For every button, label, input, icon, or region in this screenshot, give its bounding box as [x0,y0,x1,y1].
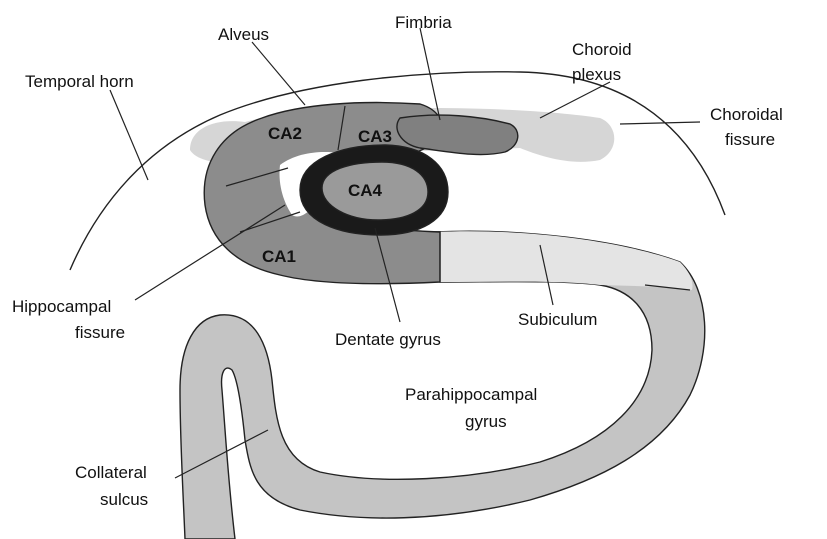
collateral-sulcus-label-line2: sulcus [100,490,148,509]
choroidal-fissure-leader [620,122,700,124]
dentate-gyrus-label: Dentate gyrus [335,330,441,349]
choroidal-fissure-label-line2: fissure [725,130,775,149]
alveus-label: Alveus [218,25,269,44]
subiculum-label: Subiculum [518,310,597,329]
fimbria-label: Fimbria [395,13,452,32]
choroid-plexus-label-line1: Choroid [572,40,632,59]
hippocampal-fissure-label-line1: Hippocampal [12,297,111,316]
ca2-label: CA2 [268,124,302,143]
choroid-plexus-label-line2: plexus [572,65,621,84]
choroidal-fissure-label-line1: Choroidal [710,105,783,124]
ca1-label: CA1 [262,247,296,266]
ca4-label: CA4 [348,181,383,200]
hippocampal-fissure-label-line2: fissure [75,323,125,342]
temporal-horn-leader [110,90,148,180]
choroid-plexus-leader [540,82,610,118]
temporal-horn-label: Temporal horn [25,72,134,91]
parahippocampal-gyrus-label-line2: gyrus [465,412,507,431]
collateral-sulcus-label-line1: Collateral [75,463,147,482]
ca3-label: CA3 [358,127,392,146]
parahippocampal-gyrus-label-line1: Parahippocampal [405,385,537,404]
subiculum-region [435,231,693,290]
